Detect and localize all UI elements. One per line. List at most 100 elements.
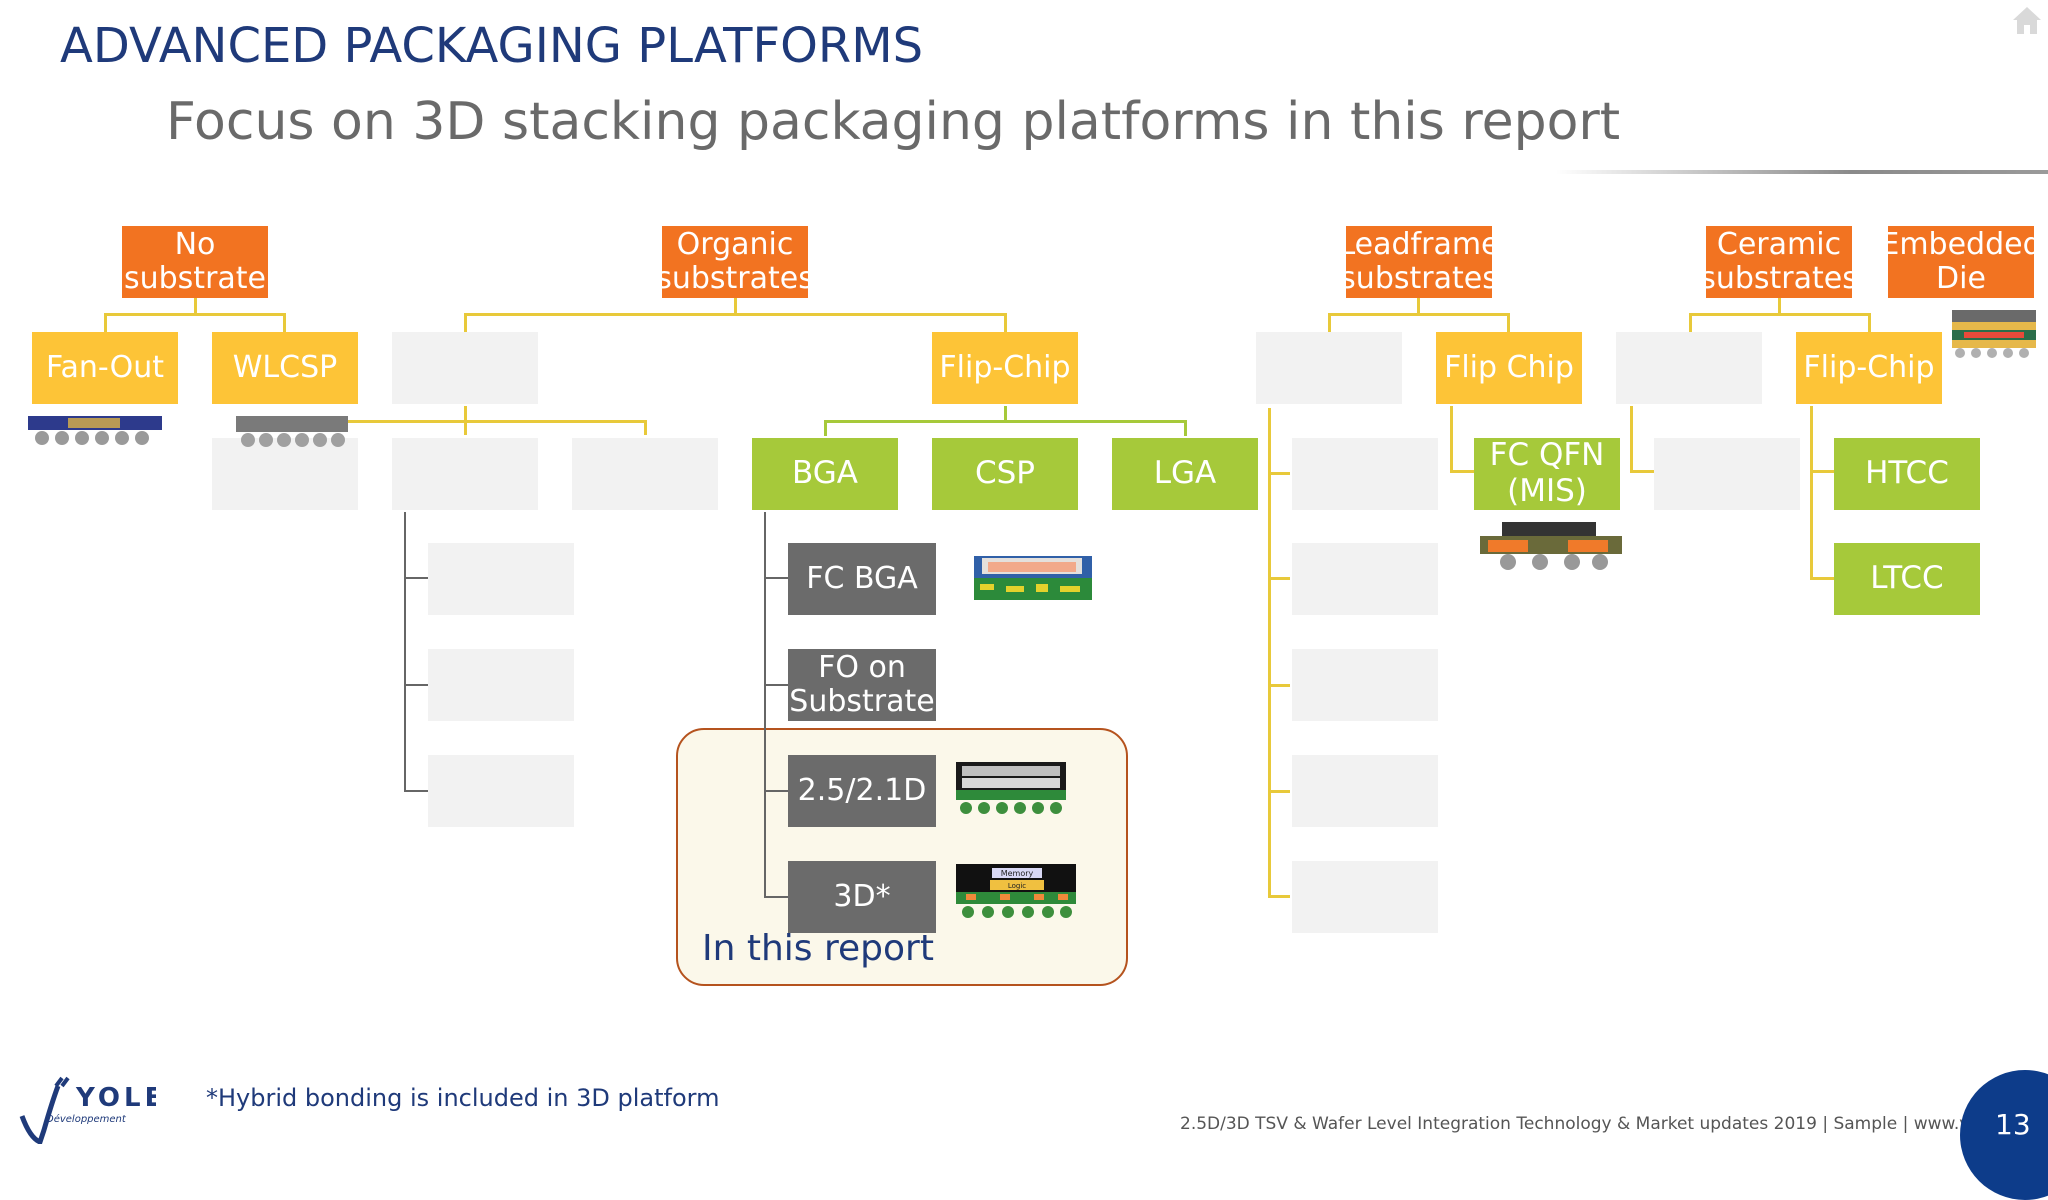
connector (464, 313, 467, 332)
connector (1268, 684, 1290, 687)
fc-bga-package-icon (974, 556, 1092, 600)
in-this-report-label: In this report (702, 928, 934, 969)
connector (1630, 470, 1654, 473)
category-ceramic-substrates: Ceramic substrates (1700, 226, 1858, 298)
connector (764, 790, 788, 792)
yole-logo: YOLE Développement (19, 1076, 156, 1144)
empty-box (1292, 861, 1438, 933)
category-leadframe-substrates: Leadframe substrates (1338, 226, 1500, 298)
empty-box (1292, 543, 1438, 615)
home-icon[interactable] (2010, 4, 2044, 36)
connector (404, 512, 406, 792)
type-3d: 3D* (788, 861, 936, 933)
type-htcc: HTCC (1834, 438, 1980, 510)
connector (1630, 406, 1633, 472)
connector (1184, 420, 1187, 436)
empty-box (572, 438, 718, 510)
empty-box (1292, 649, 1438, 721)
connector (1507, 313, 1510, 332)
empty-box (392, 438, 538, 510)
3d-package-icon: Memory Logic (956, 864, 1076, 918)
type-ltcc: LTCC (1834, 543, 1980, 615)
connector (1810, 470, 1834, 473)
type-lga: LGA (1112, 438, 1258, 510)
page-title: ADVANCED PACKAGING PLATFORMS (60, 18, 924, 74)
connector (1450, 470, 1474, 473)
connector (404, 684, 428, 686)
connector (764, 684, 788, 686)
connector (1268, 790, 1290, 793)
empty-box (428, 649, 574, 721)
empty-box (1256, 332, 1402, 404)
connector (404, 577, 428, 579)
empty-box (212, 438, 358, 510)
connector (283, 313, 286, 332)
yole-logo-subtext: Développement (46, 1113, 127, 1125)
platform-flip-chip-ceramic: Flip-Chip (1796, 332, 1942, 404)
connector (404, 790, 428, 792)
category-embedded-die: Embedded Die (1880, 226, 2042, 298)
connector (1268, 408, 1271, 898)
platform-flip-chip-leadframe: Flip Chip (1436, 332, 1582, 404)
logic-chip-label: Logic (1008, 882, 1026, 890)
platform-wlcsp: WLCSP (212, 332, 358, 404)
category-organic-substrates: Organic substrates (656, 226, 814, 298)
connector (1417, 296, 1420, 314)
connector (644, 420, 647, 435)
connector (1268, 895, 1290, 898)
connector (734, 296, 737, 314)
type-fc-qfn: FC QFN (MIS) (1474, 438, 1620, 510)
connector (1450, 406, 1453, 472)
connector (1328, 313, 1331, 332)
connector (1268, 472, 1290, 475)
connector (1689, 313, 1692, 332)
footnote: *Hybrid bonding is included in 3D platfo… (206, 1084, 720, 1112)
platform-fan-out: Fan-Out (32, 332, 178, 404)
embedded-die-package-icon (1952, 310, 2036, 358)
type-fo-on-substrate: FO on Substrate (788, 649, 936, 721)
page-number: 13 (1995, 1108, 2031, 1141)
connector (1810, 406, 1813, 580)
empty-box (428, 543, 574, 615)
memory-chip-label: Memory (1001, 869, 1034, 878)
category-no-substrate: No substrate (122, 226, 268, 298)
header-divider (1556, 170, 2048, 174)
connector (1004, 406, 1007, 422)
connector (1004, 313, 1007, 332)
fc-qfn-package-icon (1480, 522, 1622, 570)
connector (104, 313, 286, 316)
empty-box (1292, 755, 1438, 827)
connector (1810, 577, 1834, 580)
page-subtitle: Focus on 3D stacking packaging platforms… (166, 92, 1621, 152)
footer-source: 2.5D/3D TSV & Wafer Level Integration Te… (1180, 1114, 2048, 1134)
type-csp: CSP (932, 438, 1078, 510)
connector (1268, 577, 1290, 580)
type-2-5d: 2.5/2.1D (788, 755, 936, 827)
connector (764, 896, 788, 898)
platform-flip-chip-organic: Flip-Chip (932, 332, 1078, 404)
connector (1689, 313, 1871, 316)
type-fc-bga: FC BGA (788, 543, 936, 615)
2-5d-package-icon (956, 762, 1066, 814)
empty-box (1616, 332, 1762, 404)
connector (464, 406, 467, 435)
connector (824, 420, 827, 436)
connector (824, 420, 1187, 423)
empty-box (428, 755, 574, 827)
empty-box (392, 332, 538, 404)
connector (348, 420, 646, 423)
yole-logo-text: YOLE (75, 1083, 156, 1113)
connector (104, 313, 107, 332)
connector (764, 512, 766, 898)
connector (764, 577, 788, 579)
empty-box (1654, 438, 1800, 510)
type-bga: BGA (752, 438, 898, 510)
wlcsp-package-icon (236, 416, 348, 447)
connector (194, 296, 197, 314)
connector (1778, 296, 1781, 314)
empty-box (1292, 438, 1438, 510)
connector (464, 313, 1007, 316)
connector (1868, 313, 1871, 332)
connector (1328, 313, 1510, 316)
fan-out-package-icon (28, 416, 162, 445)
